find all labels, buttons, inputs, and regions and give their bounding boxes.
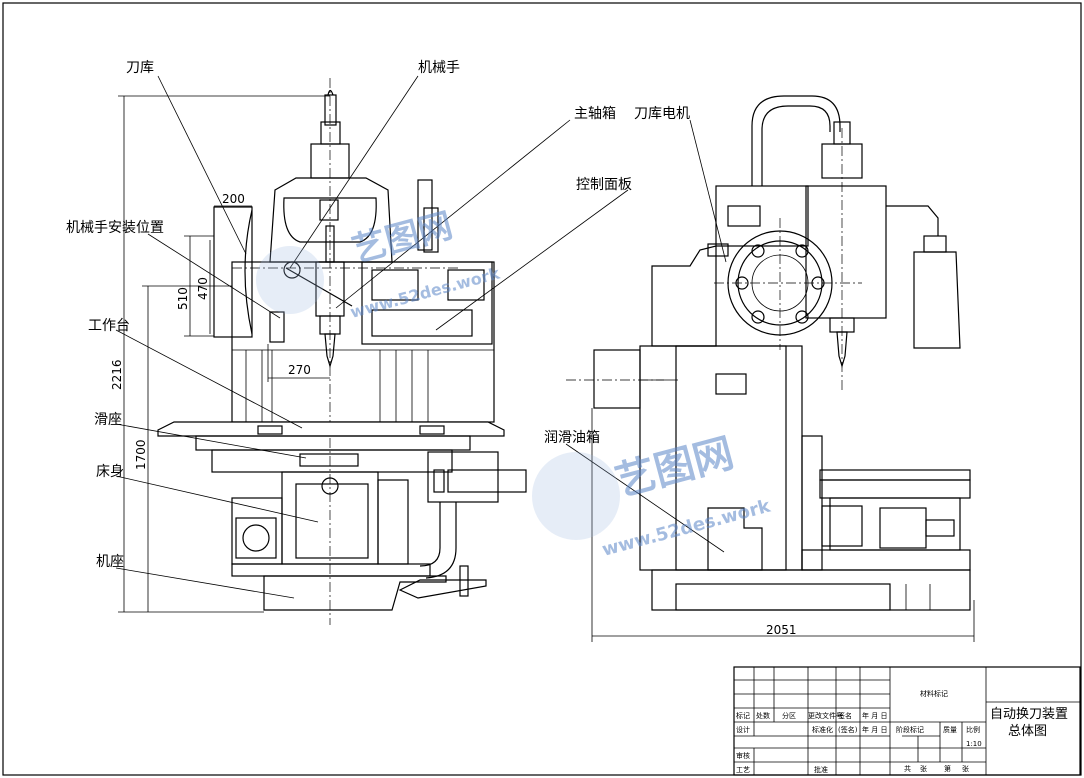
watermark-upper: 艺图网 www.52des.work (256, 206, 502, 322)
front-dimensions (118, 95, 330, 613)
svg-text:标准化: 标准化 (812, 725, 833, 734)
svg-text:阶段标记: 阶段标记 (896, 725, 924, 734)
svg-text:艺图网: 艺图网 (611, 430, 739, 505)
front-dimension-texts: 200 510 470 270 2216 1700 (110, 192, 311, 470)
svg-text:比例: 比例 (966, 725, 980, 734)
dim-1700: 1700 (134, 439, 148, 470)
dim-470: 470 (196, 277, 210, 300)
label-control-panel: 控制面板 (576, 177, 632, 193)
svg-text:年 月 日: 年 月 日 (862, 725, 887, 734)
label-base: 机座 (96, 554, 124, 570)
label-tool-magazine: 刀库 (126, 60, 154, 76)
tb-title-line2: 总体图 (1008, 724, 1047, 739)
label-spindle-box: 主轴箱 (574, 106, 616, 122)
svg-text:年 月 日: 年 月 日 (862, 711, 887, 720)
side-view (566, 95, 971, 611)
label-magazine-motor: 刀库电机 (634, 106, 690, 122)
svg-text:处数: 处数 (756, 711, 770, 720)
dim-270: 270 (288, 363, 311, 377)
svg-text:设计: 设计 (736, 725, 750, 734)
callout-labels: 刀库 机械手 主轴箱 刀库电机 控制面板 机械手安装位置 工作台 滑座 床身 机… (66, 60, 690, 570)
title-block-text: 材料标记 自动换刀装置 总体图 标记 处数 分区 更改文件号 签名 年 月 日 … (736, 689, 1068, 774)
svg-text:审核: 审核 (736, 751, 750, 760)
label-slide-seat: 滑座 (94, 411, 122, 428)
dim-2051: 2051 (766, 623, 797, 637)
leader-lines (115, 75, 727, 599)
svg-text:工艺: 工艺 (736, 766, 750, 774)
svg-text:1:10: 1:10 (966, 740, 982, 748)
title-block (733, 666, 1081, 776)
tb-title-line1: 自动换刀装置 (990, 707, 1068, 722)
label-worktable: 工作台 (88, 318, 130, 334)
svg-text:www.52des.work: www.52des.work (348, 264, 502, 322)
label-bed: 床身 (96, 464, 124, 480)
tb-material-mark: 材料标记 (920, 689, 948, 698)
front-view (157, 78, 527, 625)
svg-text:质量: 质量 (943, 725, 957, 734)
dim-200: 200 (222, 192, 245, 206)
svg-text:批准: 批准 (814, 765, 828, 774)
svg-text:张: 张 (962, 764, 969, 773)
svg-text:艺图网: 艺图网 (348, 206, 457, 271)
label-lube-tank: 润滑油箱 (544, 429, 600, 446)
svg-text:标记: 标记 (736, 711, 750, 720)
svg-text:共: 共 (904, 764, 911, 773)
label-manipulator: 机械手 (418, 60, 460, 76)
svg-text:签名: 签名 (838, 711, 852, 720)
dim-2216: 2216 (110, 359, 124, 390)
svg-text:(签名): (签名) (838, 725, 858, 734)
svg-text:张: 张 (920, 764, 927, 773)
svg-text:第: 第 (944, 764, 951, 773)
watermark-lower: 艺图网 www.52des.work (532, 430, 773, 561)
svg-text:分区: 分区 (782, 711, 796, 720)
label-manipulator-mount: 机械手安装位置 (66, 220, 164, 236)
side-dimensions: 2051 (591, 408, 975, 642)
dim-510: 510 (176, 287, 190, 310)
svg-text:更改文件号: 更改文件号 (808, 711, 843, 720)
